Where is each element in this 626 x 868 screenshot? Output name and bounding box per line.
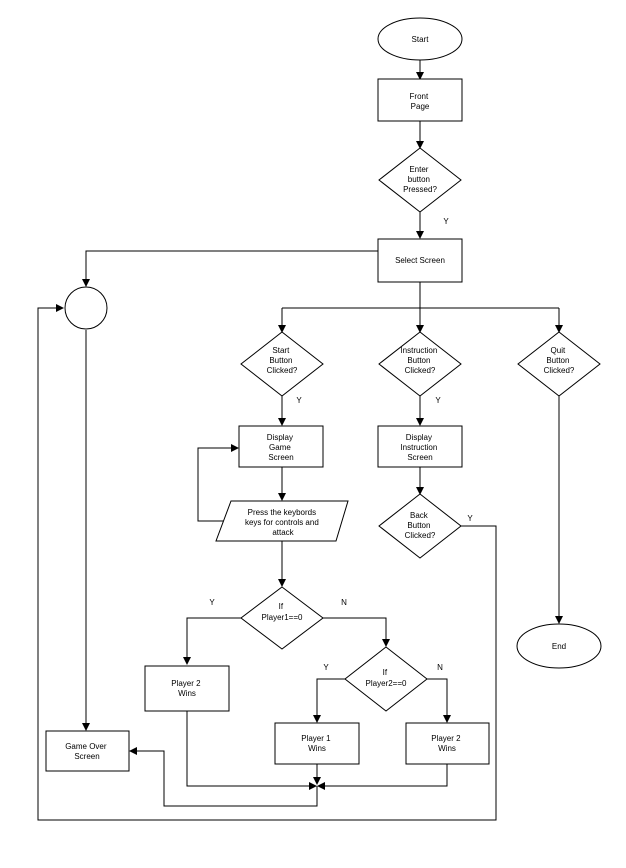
p2-wins-left-label: Player 2 Wins [171,679,203,698]
select-screen-node: Select Screen [377,238,463,283]
back-clicked-label: Back Button Clicked? [405,511,436,540]
edge-ifp1-yes [183,617,241,665]
p2-wins-right-node: Player 2 Wins [405,722,490,765]
enter-pressed-label: Enter button Pressed? [403,165,437,194]
edge-label-instruction-yes: Y [435,396,441,405]
edge-label-start-yes: Y [296,396,302,405]
front-page-node: Front Page [377,78,463,122]
instruction-clicked-decision: Instruction Button Clicked? [378,331,462,397]
display-game-label: Display Game Screen [267,433,295,462]
p2-wins-right-label: Player 2 Wins [431,734,463,753]
start-clicked-decision: Start Button Clicked? [240,331,324,397]
game-over-node: Game Over Screen [45,730,130,772]
edge-press-loop [197,444,239,522]
connector-node [64,286,108,330]
edge-ifp2-no [427,678,451,723]
edge-label-p2-yes: Y [323,663,329,672]
p1-wins-node: Player 1 Wins [274,722,360,765]
edge-select-connector [82,250,378,287]
edge-label-p1-yes: Y [209,598,215,607]
if-player2-label: If Player2==0 [366,668,407,688]
edge-back-loop [37,304,497,821]
p2-wins-left-node: Player 2 Wins [144,665,230,712]
edge-labels: Y Y Y Y Y N Y N [209,217,473,672]
enter-pressed-decision: Enter button Pressed? [378,147,462,213]
front-page-label: Front Page [410,92,431,111]
edge-p2left-merge [186,711,317,790]
quit-clicked-decision: Quit Button Clicked? [517,331,601,397]
if-player1-label: If Player1==0 [262,602,303,622]
game-over-label: Game Over Screen [65,742,109,761]
edge-merge-gameover [129,747,318,807]
edges [37,60,563,821]
edge-label-back-yes: Y [467,514,473,523]
press-keys-label: Press the keybords keys for controls and… [245,508,321,537]
edge-ifp2-yes [313,678,345,723]
if-player1-decision: If Player1==0 [240,586,324,650]
display-instruction-node: Display Instruction Screen [377,425,463,468]
display-game-node: Display Game Screen [238,425,324,468]
end-label: End [552,642,566,651]
quit-clicked-label: Quit Button Clicked? [544,346,575,375]
edge-p2right-merge [317,764,448,790]
start-label: Start [412,35,430,44]
instruction-clicked-label: Instruction Button Clicked? [400,346,439,375]
edge-ifp1-no [323,617,390,647]
select-screen-label: Select Screen [395,256,445,265]
edge-label-enter-yes: Y [443,217,449,226]
start-clicked-label: Start Button Clicked? [267,346,298,375]
press-keys-io: Press the keybords keys for controls and… [215,500,349,542]
if-player2-decision: If Player2==0 [344,646,428,712]
edge-label-p1-no: N [341,598,347,607]
back-clicked-decision: Back Button Clicked? [378,493,462,559]
start-node: Start [377,17,463,61]
display-instruction-label: Display Instruction Screen [400,433,439,462]
p1-wins-label: Player 1 Wins [301,734,333,753]
edge-label-p2-no: N [437,663,443,672]
end-node: End [516,623,602,669]
